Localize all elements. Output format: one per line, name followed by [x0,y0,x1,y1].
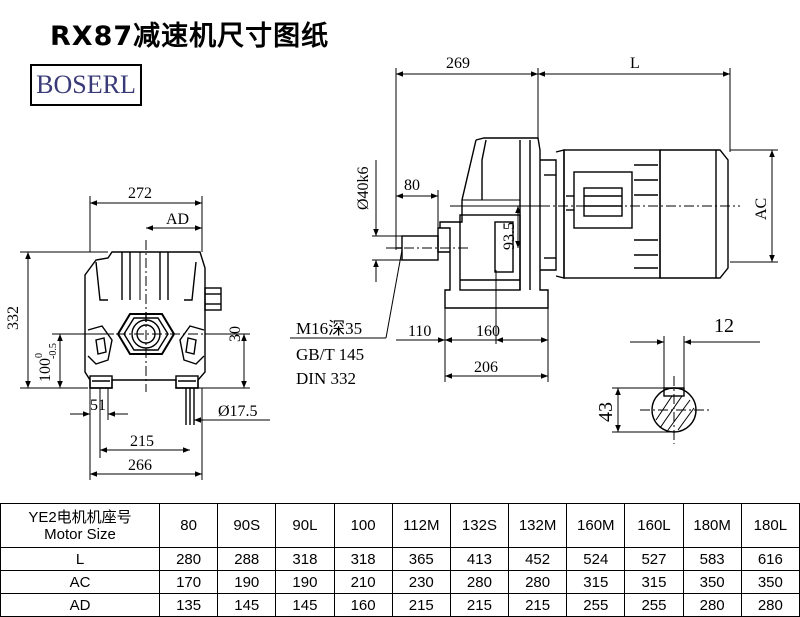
table-cell: 616 [740,547,800,571]
dim-160: 160 [476,323,500,340]
table-cell: 145 [275,593,335,617]
table-cell: 288 [217,547,277,571]
dim-93-5: 93.5 [501,222,518,250]
dim-269: 269 [446,55,470,72]
table-cell: 190 [275,570,335,594]
table-cell: 315 [624,570,684,594]
table-cell: 230 [391,570,451,594]
table-cell: 365 [391,547,451,571]
table-cell: 280 [449,570,510,594]
motor-size-cell: 132S [449,503,510,548]
table-cell: 280 [508,570,568,594]
table-cell: 135 [158,593,219,617]
brand-logo: BOSERL [30,64,142,106]
row-label: AD [0,593,160,617]
dim-266: 266 [128,457,152,474]
table-cell: 524 [566,547,626,571]
table-cell: 255 [624,593,684,617]
side-view-dimensions [290,68,778,382]
table-cell: 280 [740,593,800,617]
table-row: L 280 288 318 318 365 413 452 524 527 58… [0,547,800,571]
dim-100: 1000-0.5 [34,343,59,382]
shaft-section [640,376,710,444]
table-cell: 170 [158,570,219,594]
table-cell: 145 [217,593,277,617]
table-cell: 315 [566,570,626,594]
table-row: AC 170 190 190 210 230 280 280 315 315 3… [0,570,800,594]
page-title: RX87减速机尺寸图纸 [50,21,330,52]
dim-l: L [630,55,640,72]
table-cell: 280 [682,593,742,617]
technical-drawing: 272 AD 332 1000-0.5 30 51 Ø17.5 215 266 … [5,55,778,480]
table-cell: 255 [566,593,626,617]
table-cell: 160 [333,593,393,617]
table-cell: 413 [449,547,510,571]
dim-332: 332 [5,306,22,330]
dim-215: 215 [130,433,154,450]
table-cell: 215 [449,593,510,617]
motor-size-cell: 180M [682,503,742,548]
dim-272: 272 [128,185,152,202]
table-cell: 215 [508,593,568,617]
table-cell: 190 [217,570,277,594]
table-cell: 350 [740,570,800,594]
table-cell: 318 [333,547,393,571]
side-view [396,137,729,309]
row-label: L [0,547,160,571]
dim-ad: AD [166,211,189,228]
table-cell: 350 [682,570,742,594]
motor-size-cell: 160M [566,503,626,548]
table-cell: 318 [275,547,335,571]
dim-shaft-diameter: Ø40k6 [355,166,372,210]
motor-size-cell: 180L [740,503,800,548]
motor-size-cell: 112M [391,503,451,548]
end-view-dimensions [20,196,270,480]
dim-43: 43 [595,402,617,422]
dim-diameter-17-5: Ø17.5 [218,403,258,420]
motor-size-cell: 132M [508,503,568,548]
table-cell: 527 [624,547,684,571]
motor-size-cell: 90L [275,503,335,548]
table-row: AD 135 145 145 160 215 215 215 255 255 2… [0,593,800,617]
dim-ac: AC [753,198,770,220]
motor-size-cell: 80 [158,503,219,548]
shaft-section-dimensions [612,336,760,433]
motor-size-cell: 90S [217,503,277,548]
table-cell: 583 [682,547,742,571]
table-cell: 210 [333,570,393,594]
dim-206: 206 [474,359,498,376]
table-cell: 452 [508,547,568,571]
spec-thread: M16深35 [296,319,362,338]
row-label: AC [0,570,160,594]
table-cell: 215 [391,593,451,617]
dim-80: 80 [404,177,420,194]
spec-standard-din: DIN 332 [296,369,356,388]
motor-size-cell: 160L [624,503,684,548]
dim-51: 51 [90,397,106,414]
spec-standard-gb: GB/T 145 [296,345,364,364]
table-cell: 280 [158,547,219,571]
motor-size-cell: 100 [333,503,393,548]
dim-30: 30 [227,326,244,342]
dim-12: 12 [714,315,734,337]
dim-110: 110 [408,323,431,340]
